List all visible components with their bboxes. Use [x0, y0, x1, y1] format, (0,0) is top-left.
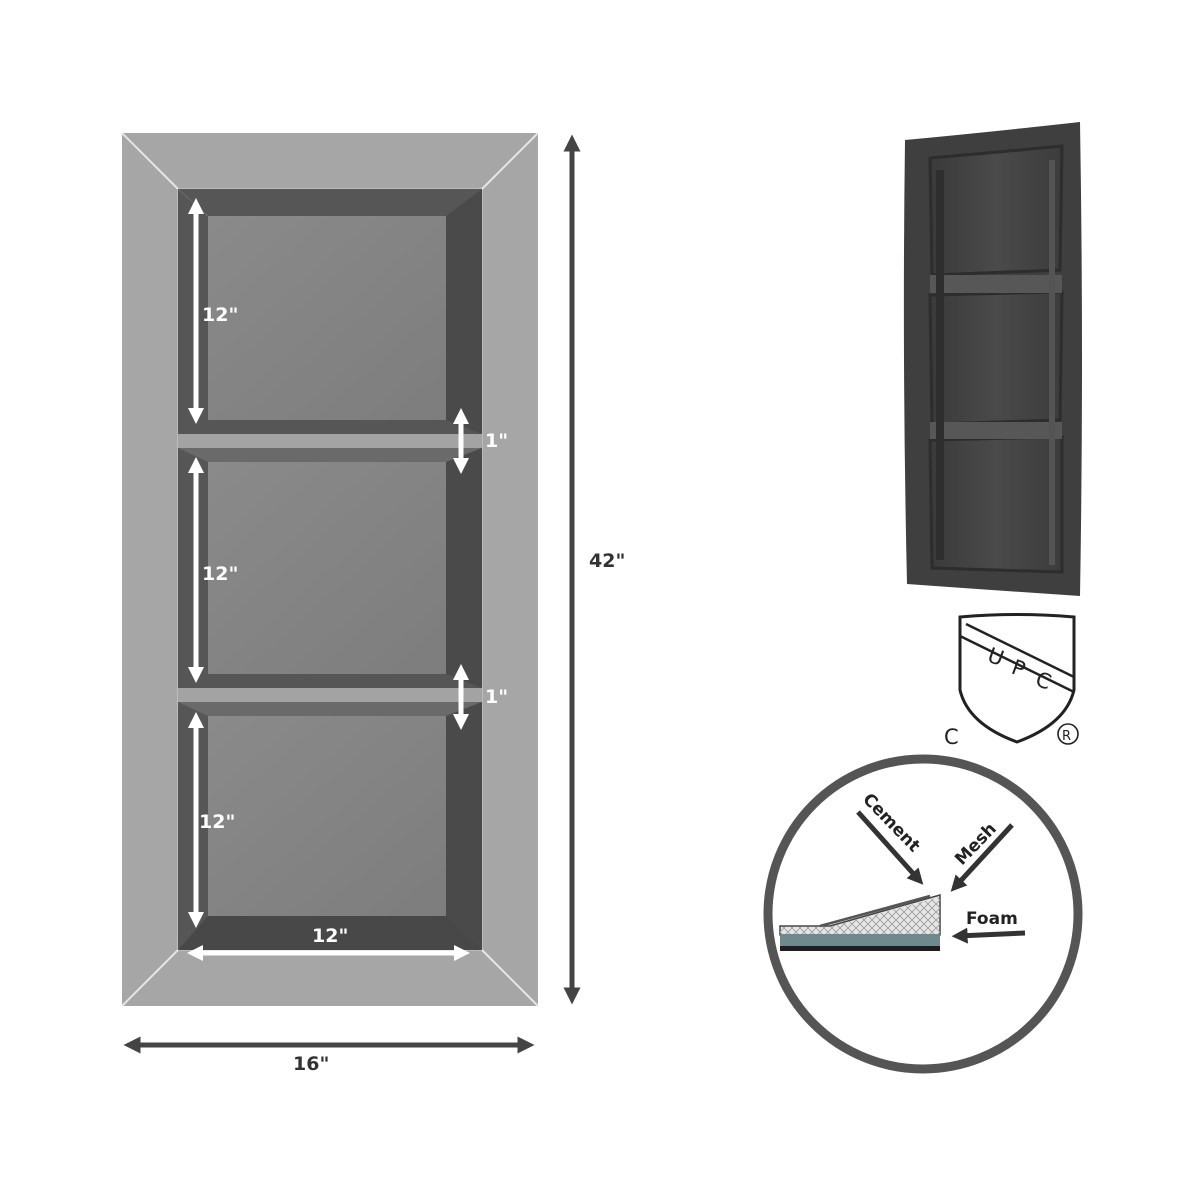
- dim-label-gap-2: 1": [485, 686, 508, 708]
- dim-label-gap-1: 1": [485, 430, 508, 452]
- upc-certification-mark: U P C C R: [944, 613, 1079, 749]
- dim-label-inner-width: 12": [312, 925, 348, 947]
- dim-label-shelf-1: 12": [202, 304, 238, 326]
- shelf-divider-2: [178, 688, 482, 702]
- shelf-compartment-3: [178, 702, 482, 950]
- shelf-compartment-1: [177, 188, 482, 434]
- cement-arrow: [856, 810, 924, 885]
- mesh-layer: [780, 897, 940, 934]
- overall-height-dimension: 42": [563, 134, 625, 1005]
- dim-label-shelf-3: 12": [199, 811, 235, 833]
- registered-mark-icon: [1057, 723, 1079, 745]
- c-mark: C: [944, 725, 959, 749]
- material-cross-section: Cement Mesh Foam: [763, 754, 1083, 1074]
- foam-layer: [780, 934, 940, 946]
- dim-label-shelf-2: 12": [202, 563, 238, 585]
- mesh-arrow: [950, 823, 1014, 892]
- niche-front-view: 12" 12" 12" 1" 1" 12": [121, 132, 539, 1007]
- dim-label-overall-height: 42": [589, 550, 625, 572]
- dim-label-overall-width: 16": [293, 1053, 329, 1075]
- shelf-divider-1: [178, 434, 482, 448]
- upc-shield-icon: [958, 613, 1076, 744]
- niche-product-photo: [903, 122, 1082, 596]
- registered-mark: R: [1062, 729, 1071, 744]
- foam-label: Foam: [966, 909, 1018, 929]
- overall-width-dimension: 16": [123, 1036, 535, 1075]
- shelf-compartment-2: [178, 448, 482, 688]
- foam-arrow: [951, 927, 1026, 944]
